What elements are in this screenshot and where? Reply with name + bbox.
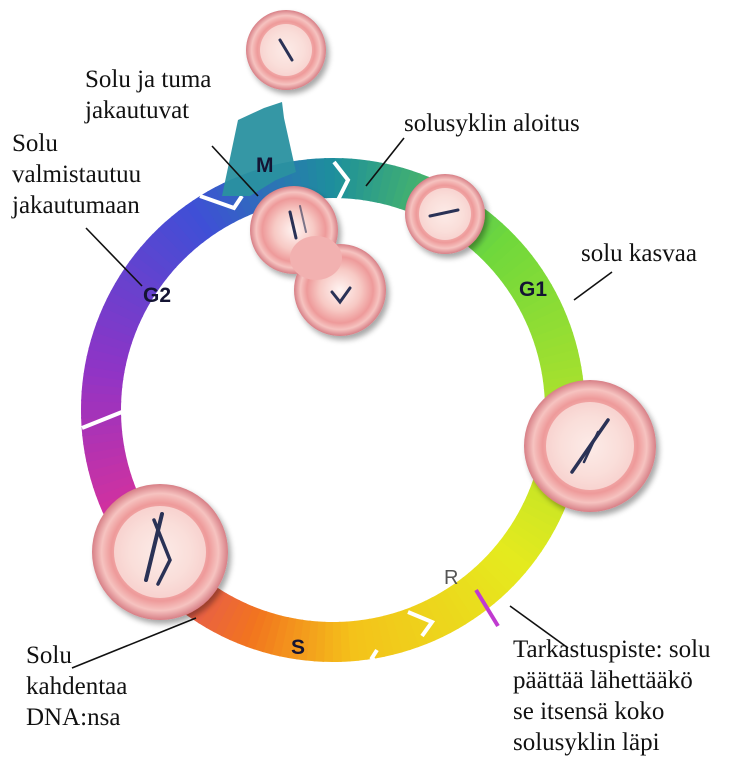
phase-label-g1: G1 [519,278,547,301]
phase-label-g2: G2 [143,284,171,307]
cell-mitosis-pair [250,186,386,336]
leader-grows [574,272,612,300]
annotation-prepares: Solu valmistautuu jakautumaan [12,128,141,221]
annotation-checkpoint: Tarkastuspiste: solu päättää lähettääkö … [513,634,711,758]
cell-top-dividing [246,10,326,90]
cell-s-phase [92,484,228,620]
annotation-grows: solu kasvaa [581,238,697,269]
cell-g1-small [405,174,485,254]
phase-label-s: S [291,636,305,659]
restriction-point-label: R [444,567,458,589]
annotation-cycle-start: solusyklin aloitus [404,108,580,139]
cell-g1-large [524,380,656,512]
annotation-replicates: Solu kahdentaa DNA:nsa [26,640,127,733]
phase-label-m: M [256,154,274,177]
annotation-division: Solu ja tuma jakautuvat [85,64,211,126]
